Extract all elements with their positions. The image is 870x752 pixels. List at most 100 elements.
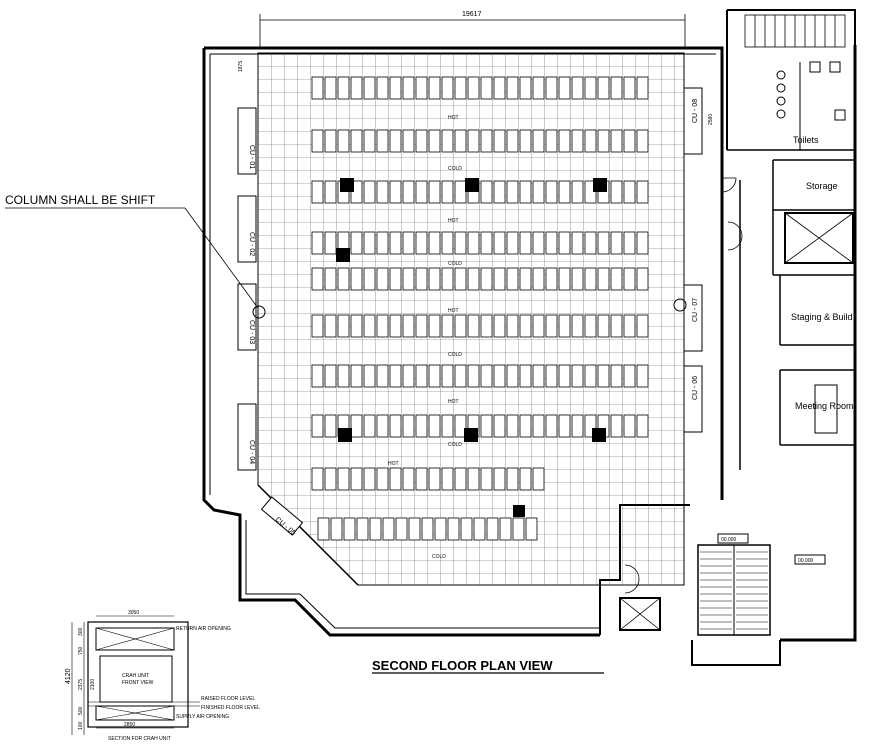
- rack: [493, 129, 506, 153]
- rack: [545, 364, 558, 388]
- rack: [389, 467, 402, 491]
- rack: [337, 267, 350, 291]
- rack: [363, 467, 376, 491]
- rack: [467, 76, 480, 100]
- rack: [350, 267, 363, 291]
- rack: [571, 129, 584, 153]
- rack: [441, 467, 454, 491]
- note-leader: [5, 207, 259, 309]
- rack: [558, 414, 571, 438]
- rack: [506, 267, 519, 291]
- rack: [532, 129, 545, 153]
- rack: [532, 231, 545, 255]
- rack: [623, 231, 636, 255]
- rack: [324, 467, 337, 491]
- rack: [402, 231, 415, 255]
- rack: [376, 314, 389, 338]
- section-dim-c: 2375: [78, 679, 84, 690]
- rack: [636, 414, 649, 438]
- rack: [493, 231, 506, 255]
- rack: [415, 414, 428, 438]
- rack: [532, 76, 545, 100]
- rack: [623, 414, 636, 438]
- rack: [493, 467, 506, 491]
- rack: [506, 467, 519, 491]
- section-tag-bottom: SUPPLY AIR OPENING: [176, 714, 229, 720]
- section-dim-width-bottom: 2850: [124, 722, 135, 728]
- rack: [376, 267, 389, 291]
- rack: [454, 267, 467, 291]
- rack: [454, 129, 467, 153]
- room-storage: Storage: [806, 181, 838, 191]
- rack: [519, 414, 532, 438]
- rack: [454, 414, 467, 438]
- aisle-label: HOT: [448, 308, 459, 314]
- section-dim-width-top: 3050: [128, 610, 139, 616]
- rack: [558, 314, 571, 338]
- rack: [532, 180, 545, 204]
- rack: [493, 180, 506, 204]
- right-level-tag: [794, 554, 826, 565]
- rack: [480, 76, 493, 100]
- rack: [610, 180, 623, 204]
- rack: [330, 517, 343, 541]
- section-tag-mid2: FINISHED FLOOR LEVEL: [201, 705, 260, 711]
- top-staircase: [744, 14, 846, 48]
- rack: [545, 414, 558, 438]
- rack: [428, 267, 441, 291]
- rack: [610, 231, 623, 255]
- unit-label-cu03: CU - 03: [248, 320, 255, 344]
- rack: [610, 267, 623, 291]
- rack: [389, 231, 402, 255]
- unit-label-cu07: CU - 07: [692, 298, 699, 322]
- rack: [597, 267, 610, 291]
- rack: [532, 314, 545, 338]
- rack: [597, 364, 610, 388]
- section-tag-mid1: RAISED FLOOR LEVEL: [201, 696, 255, 702]
- rack: [467, 129, 480, 153]
- rack: [571, 314, 584, 338]
- rack: [402, 414, 415, 438]
- rack: [402, 364, 415, 388]
- unit-label-cu02: CU - 02: [248, 232, 255, 256]
- rack: [350, 467, 363, 491]
- rack: [376, 76, 389, 100]
- rack: [441, 314, 454, 338]
- aisle-label: HOT: [448, 399, 459, 405]
- rack: [636, 231, 649, 255]
- rack: [337, 364, 350, 388]
- aisle-label: HOT: [448, 218, 459, 224]
- rack: [512, 517, 525, 541]
- rack: [402, 180, 415, 204]
- rack: [571, 364, 584, 388]
- rack: [389, 76, 402, 100]
- rack: [363, 314, 376, 338]
- column-marker-right: [673, 298, 687, 312]
- rack: [610, 414, 623, 438]
- rack: [415, 129, 428, 153]
- aisle-label: COLD: [432, 554, 446, 560]
- rack: [610, 76, 623, 100]
- rack: [324, 76, 337, 100]
- rack: [519, 314, 532, 338]
- rack: [415, 314, 428, 338]
- room-staging: Staging & Build: [791, 312, 853, 322]
- lower-staircase: [697, 533, 771, 636]
- rack: [441, 76, 454, 100]
- rack: [382, 517, 395, 541]
- rack: [480, 467, 493, 491]
- rack: [324, 129, 337, 153]
- rack: [584, 231, 597, 255]
- rack: [415, 231, 428, 255]
- rack: [519, 267, 532, 291]
- rack: [369, 517, 382, 541]
- left-crah-units: [237, 87, 703, 471]
- aisle-label: COLD: [448, 442, 462, 448]
- rack: [415, 76, 428, 100]
- rack: [428, 314, 441, 338]
- toilet-fixtures: [776, 61, 846, 150]
- rack: [311, 180, 324, 204]
- rack: [447, 517, 460, 541]
- rack: [532, 414, 545, 438]
